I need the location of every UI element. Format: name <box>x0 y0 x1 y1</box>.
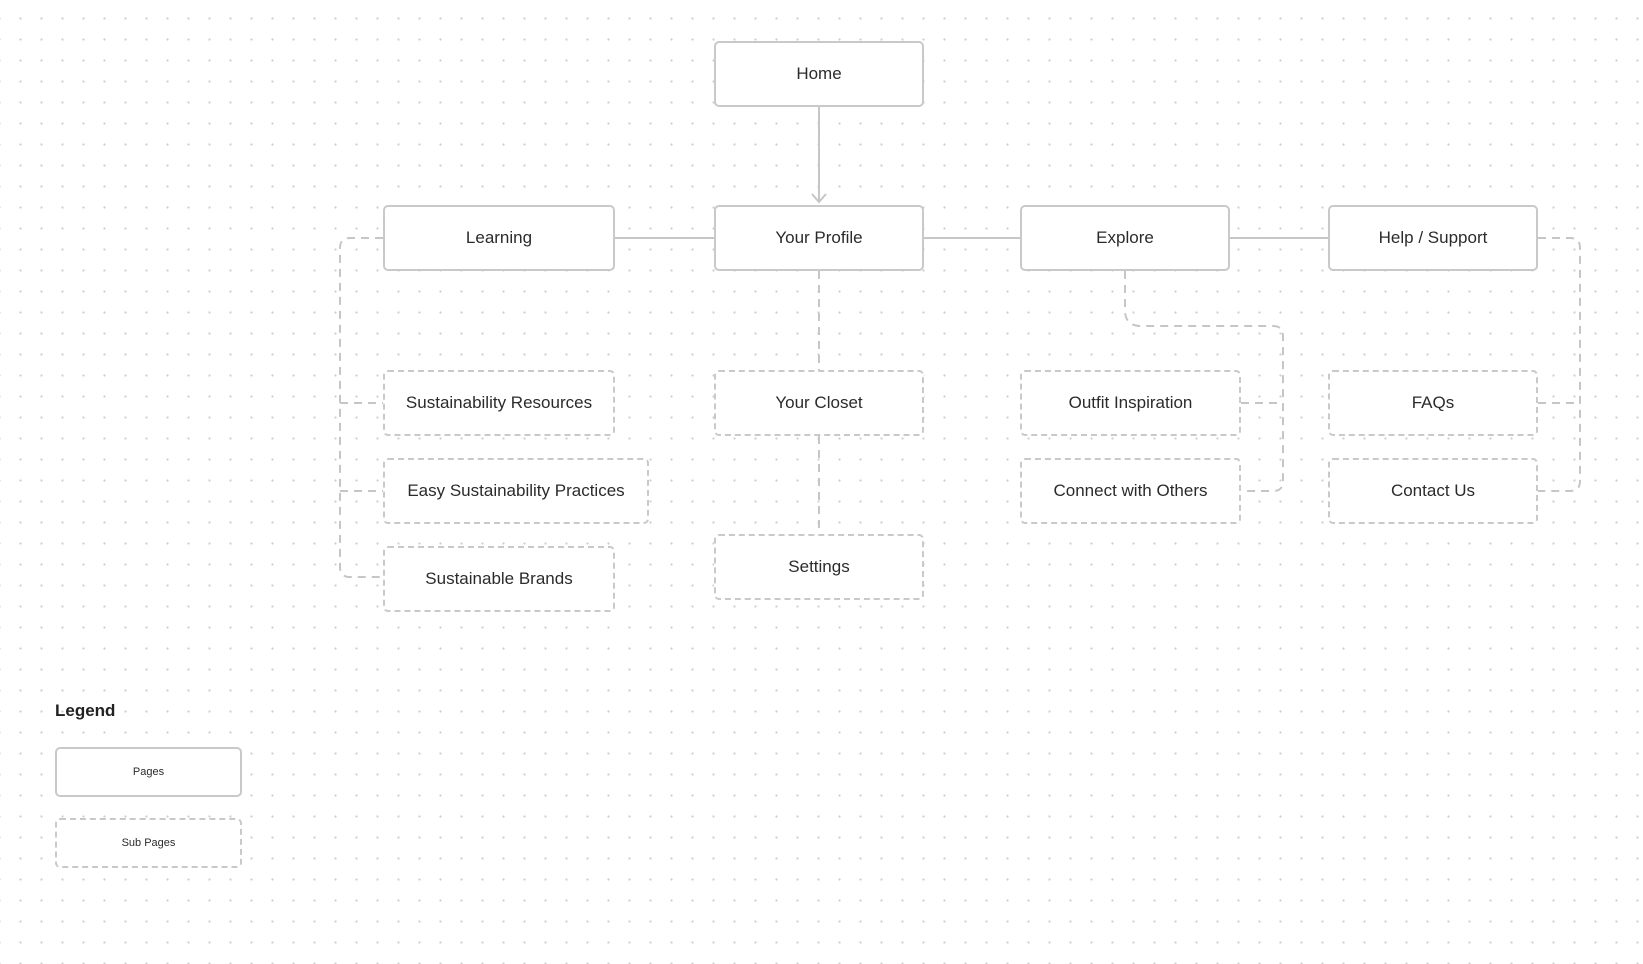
node-sustainable-brands[interactable]: Sustainable Brands <box>383 546 615 612</box>
node-learning[interactable]: Learning <box>383 205 615 271</box>
node-settings[interactable]: Settings <box>714 534 924 600</box>
node-sustainability-resources[interactable]: Sustainability Resources <box>383 370 615 436</box>
node-connect-with-others[interactable]: Connect with Others <box>1020 458 1241 524</box>
node-contact-us[interactable]: Contact Us <box>1328 458 1538 524</box>
node-faqs[interactable]: FAQs <box>1328 370 1538 436</box>
connector-explore-bracket <box>1124 271 1284 492</box>
legend-title: Legend <box>55 701 116 720</box>
node-help-support[interactable]: Help / Support <box>1328 205 1538 271</box>
arrowhead <box>811 193 827 204</box>
node-outfit-inspiration[interactable]: Outfit Inspiration <box>1020 370 1241 436</box>
node-your-profile[interactable]: Your Profile <box>714 205 924 271</box>
connector-help-bracket <box>1538 237 1581 492</box>
node-explore[interactable]: Explore <box>1020 205 1230 271</box>
connector-learning-bracket <box>339 237 383 578</box>
legend-sub-pages-swatch: Sub Pages <box>55 818 242 868</box>
node-home[interactable]: Home <box>714 41 924 107</box>
node-your-closet[interactable]: Your Closet <box>714 370 924 436</box>
node-easy-sustainability-practices[interactable]: Easy Sustainability Practices <box>383 458 649 524</box>
legend-pages-swatch: Pages <box>55 747 242 797</box>
